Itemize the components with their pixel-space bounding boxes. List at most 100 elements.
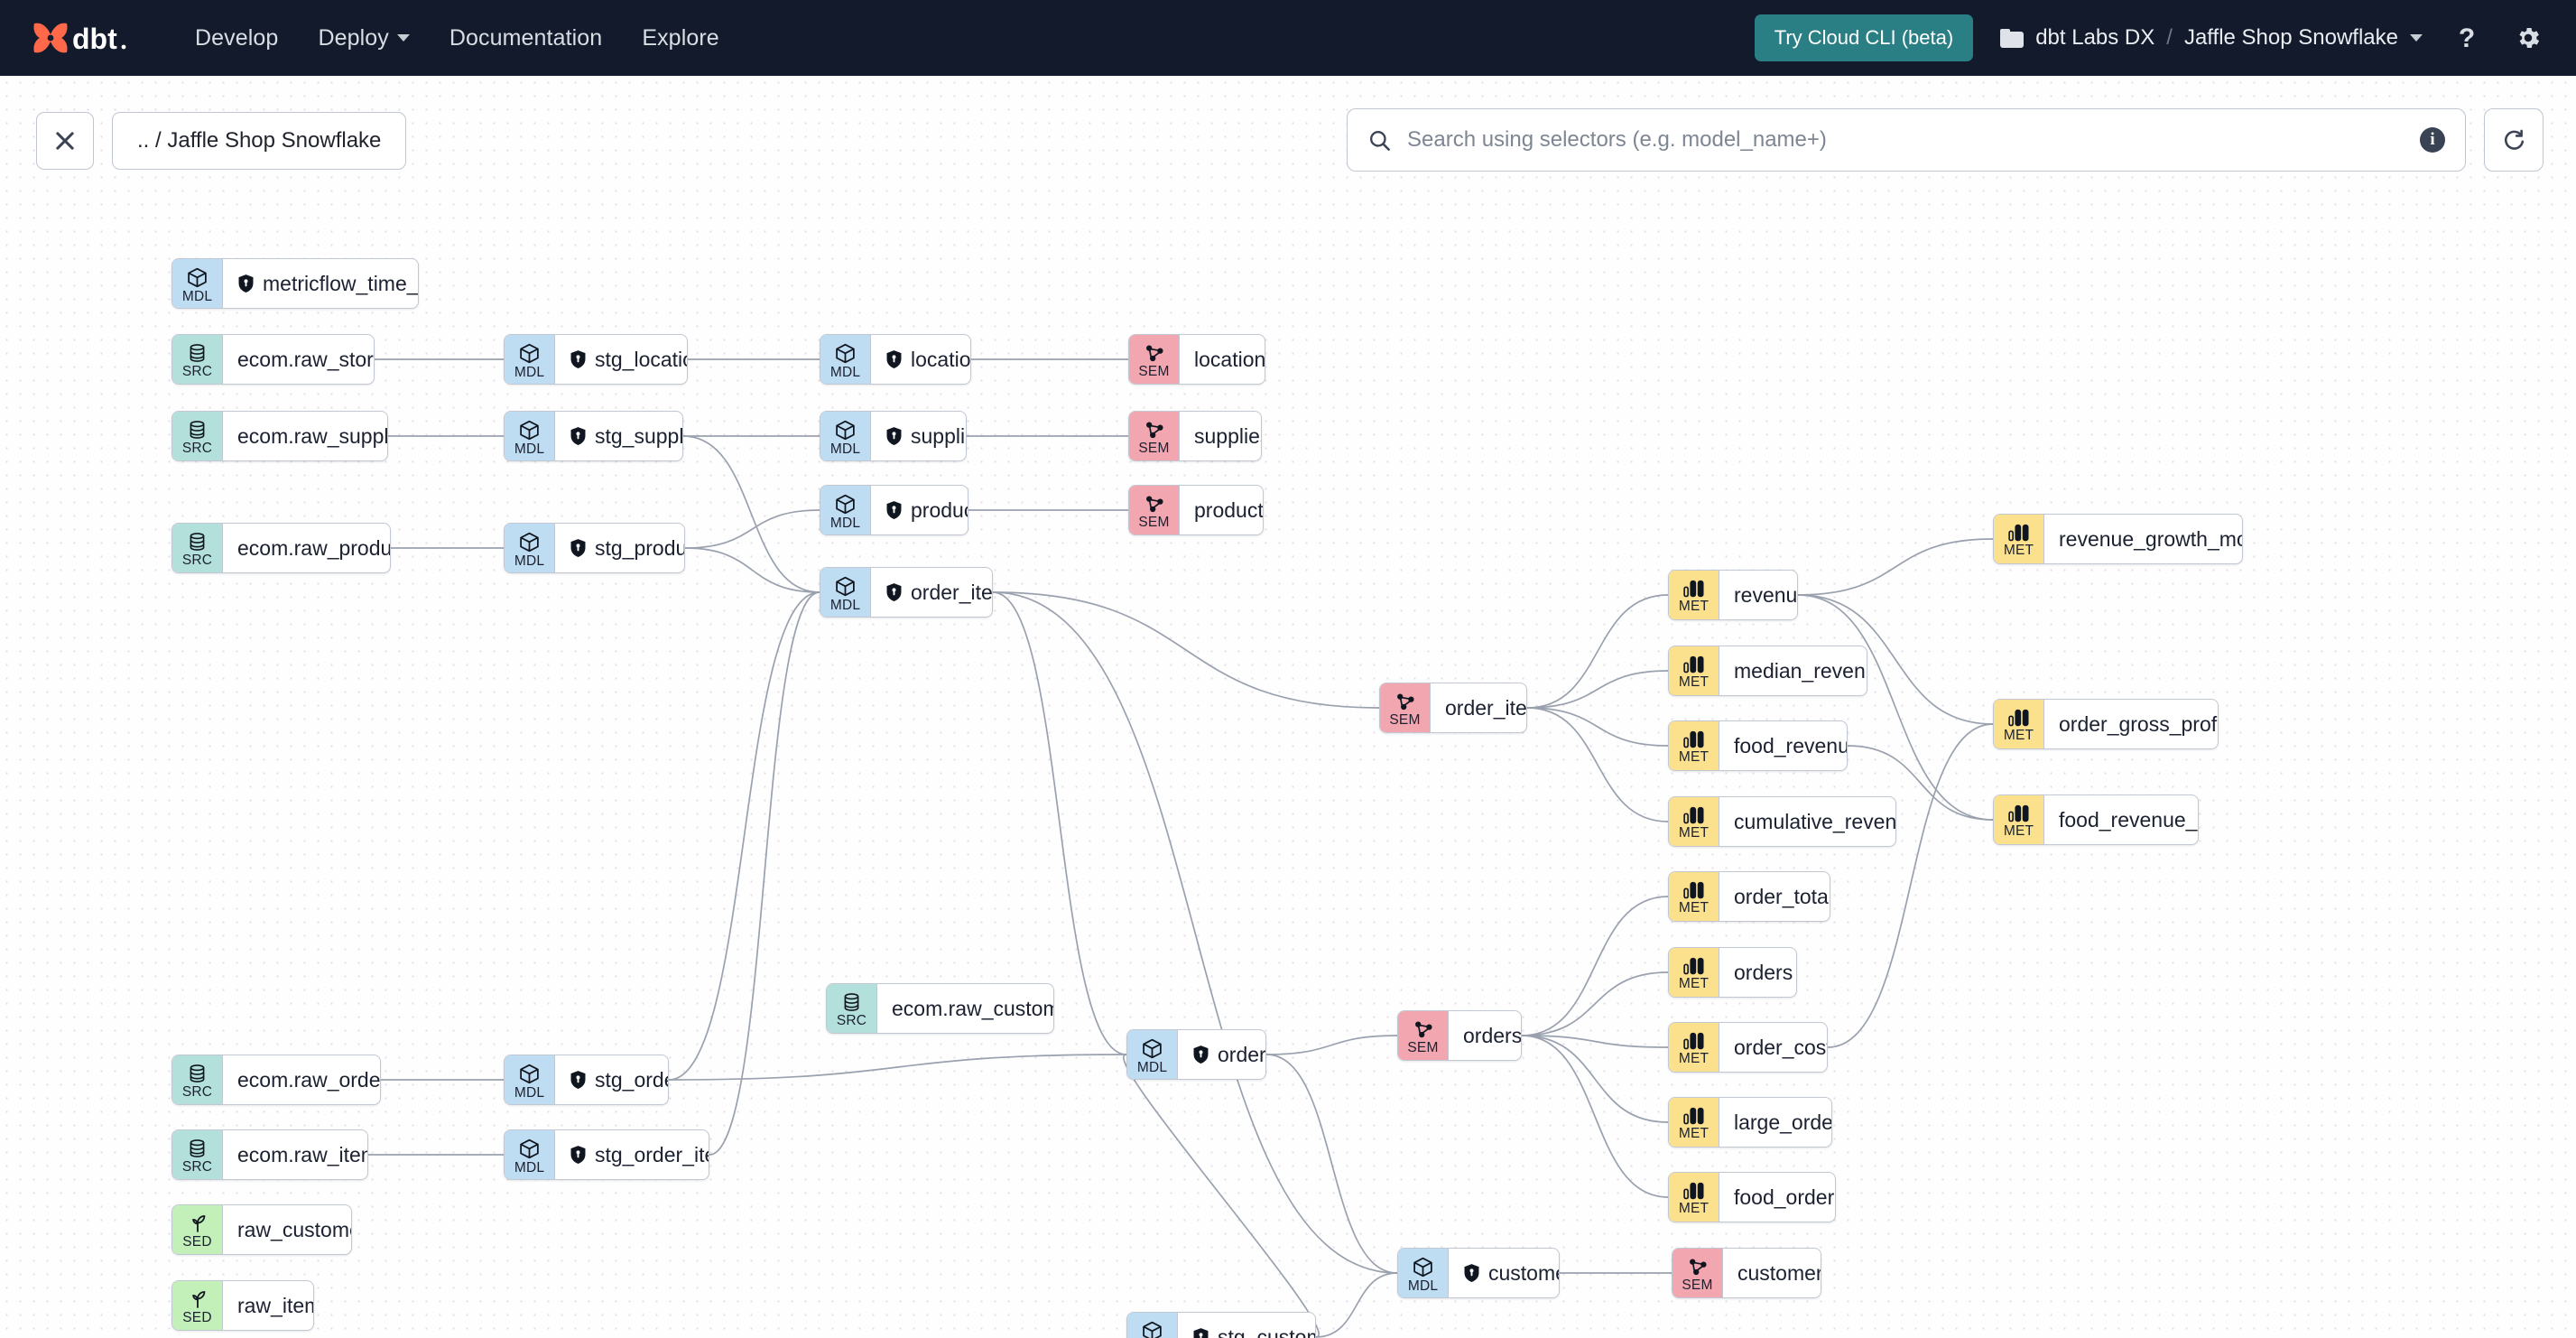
lineage-node-orders_mdl[interactable]: MDLorders bbox=[1126, 1029, 1266, 1080]
lineage-node-sem_customers[interactable]: SEMcustomers bbox=[1672, 1248, 1821, 1298]
account-name: dbt Labs DX bbox=[2035, 25, 2155, 50]
lineage-node-products[interactable]: MDLproducts bbox=[820, 485, 968, 535]
bar-chart-icon bbox=[1682, 956, 1705, 976]
node-name-text: stg_locations bbox=[595, 347, 687, 371]
node-label: metricflow_time_spine bbox=[223, 259, 418, 308]
lineage-node-sem_products[interactable]: SEMproducts bbox=[1128, 485, 1264, 535]
lineage-edges bbox=[367, 358, 1994, 1338]
nav-develop[interactable]: Develop bbox=[175, 16, 298, 60]
nav-explore[interactable]: Explore bbox=[622, 16, 738, 60]
gear-icon[interactable] bbox=[2511, 21, 2545, 55]
node-label: orders bbox=[1719, 948, 1796, 997]
node-name-text: stg_supplies bbox=[595, 423, 683, 448]
lineage-node-locations[interactable]: MDLlocations bbox=[820, 334, 971, 385]
graph-node-icon bbox=[1395, 691, 1416, 712]
node-name-text: ecom.raw_supplies bbox=[237, 423, 388, 448]
info-icon[interactable]: i bbox=[2420, 127, 2445, 153]
lineage-edge-sem_orders-to-met_order_cost bbox=[1521, 1035, 1669, 1048]
node-label: ecom.raw_customers bbox=[877, 984, 1053, 1033]
nav-right-cluster: Try Cloud CLI (beta) dbt Labs DX / Jaffl… bbox=[1754, 14, 2545, 61]
node-type-tag: MDL bbox=[1136, 1059, 1168, 1075]
graph-node-icon bbox=[1144, 419, 1165, 441]
database-icon bbox=[187, 1138, 208, 1159]
met-type-badge: MET bbox=[1669, 872, 1719, 921]
nav-deploy[interactable]: Deploy bbox=[298, 16, 429, 60]
node-label: food_orders bbox=[1719, 1173, 1835, 1222]
help-icon[interactable]: ? bbox=[2450, 21, 2484, 55]
node-name-text: raw_customers bbox=[237, 1217, 351, 1241]
lineage-node-sem_supplies[interactable]: SEMsupplies bbox=[1128, 411, 1262, 461]
node-label: ecom.raw_orders bbox=[223, 1055, 381, 1104]
project-name: Jaffle Shop Snowflake bbox=[2183, 25, 2398, 50]
lineage-canvas[interactable]: MDLmetricflow_time_spineSRCecom.raw_stor… bbox=[0, 76, 2576, 1338]
project-selector[interactable]: dbt Labs DX / Jaffle Shop Snowflake bbox=[2000, 25, 2423, 51]
node-label: ecom.raw_supplies bbox=[223, 412, 388, 460]
graph-node-icon bbox=[1413, 1018, 1434, 1040]
breadcrumb-label: .. / Jaffle Shop Snowflake bbox=[137, 128, 382, 153]
node-name-text: products bbox=[911, 497, 968, 522]
contract-shield-icon bbox=[570, 349, 587, 369]
nav-documentation[interactable]: Documentation bbox=[430, 16, 622, 60]
sem-type-badge: SEM bbox=[1380, 683, 1431, 732]
lineage-node-sem_locations[interactable]: SEMlocations bbox=[1128, 334, 1265, 385]
node-name-text: customers bbox=[1488, 1260, 1559, 1285]
cube-icon bbox=[834, 419, 857, 441]
node-label: order_item bbox=[1431, 683, 1526, 732]
svg-text:?: ? bbox=[2459, 24, 2475, 51]
node-name-text: food_revenue bbox=[1734, 733, 1847, 757]
node-type-tag: MET bbox=[1678, 1051, 1710, 1066]
refresh-button[interactable] bbox=[2484, 108, 2544, 172]
lineage-node-customers_mdl[interactable]: MDLcustomers bbox=[1397, 1248, 1560, 1298]
lineage-edge-met_revenue-to-met_order_gross_profit bbox=[1797, 594, 1994, 725]
node-label: stg_orders bbox=[555, 1055, 668, 1104]
lineage-node-supplies[interactable]: MDLsupplies bbox=[820, 411, 967, 461]
search-input[interactable] bbox=[1407, 127, 2405, 153]
cube-icon bbox=[518, 342, 541, 365]
graph-node-icon bbox=[1144, 493, 1165, 515]
node-name-text: ecom.raw_orders bbox=[237, 1067, 381, 1092]
lineage-edge-sem_orders-to-met_order_total bbox=[1521, 896, 1669, 1036]
try-cloud-cli-button[interactable]: Try Cloud CLI (beta) bbox=[1754, 14, 1974, 61]
node-name-text: order_items bbox=[911, 580, 993, 604]
breadcrumb-button[interactable]: .. / Jaffle Shop Snowflake bbox=[112, 112, 407, 170]
lineage-edge-stg_orders-to-order_items bbox=[668, 591, 820, 1081]
close-button[interactable] bbox=[36, 112, 94, 170]
mdl-type-badge: MDL bbox=[505, 1055, 555, 1104]
search-bar[interactable]: i bbox=[1347, 108, 2466, 172]
contract-shield-icon bbox=[885, 582, 903, 602]
dbt-logo[interactable]: dbt bbox=[31, 20, 128, 56]
nav-documentation-label: Documentation bbox=[449, 24, 603, 51]
node-name-text: products bbox=[1194, 497, 1264, 522]
node-name-text: raw_items bbox=[237, 1293, 313, 1317]
